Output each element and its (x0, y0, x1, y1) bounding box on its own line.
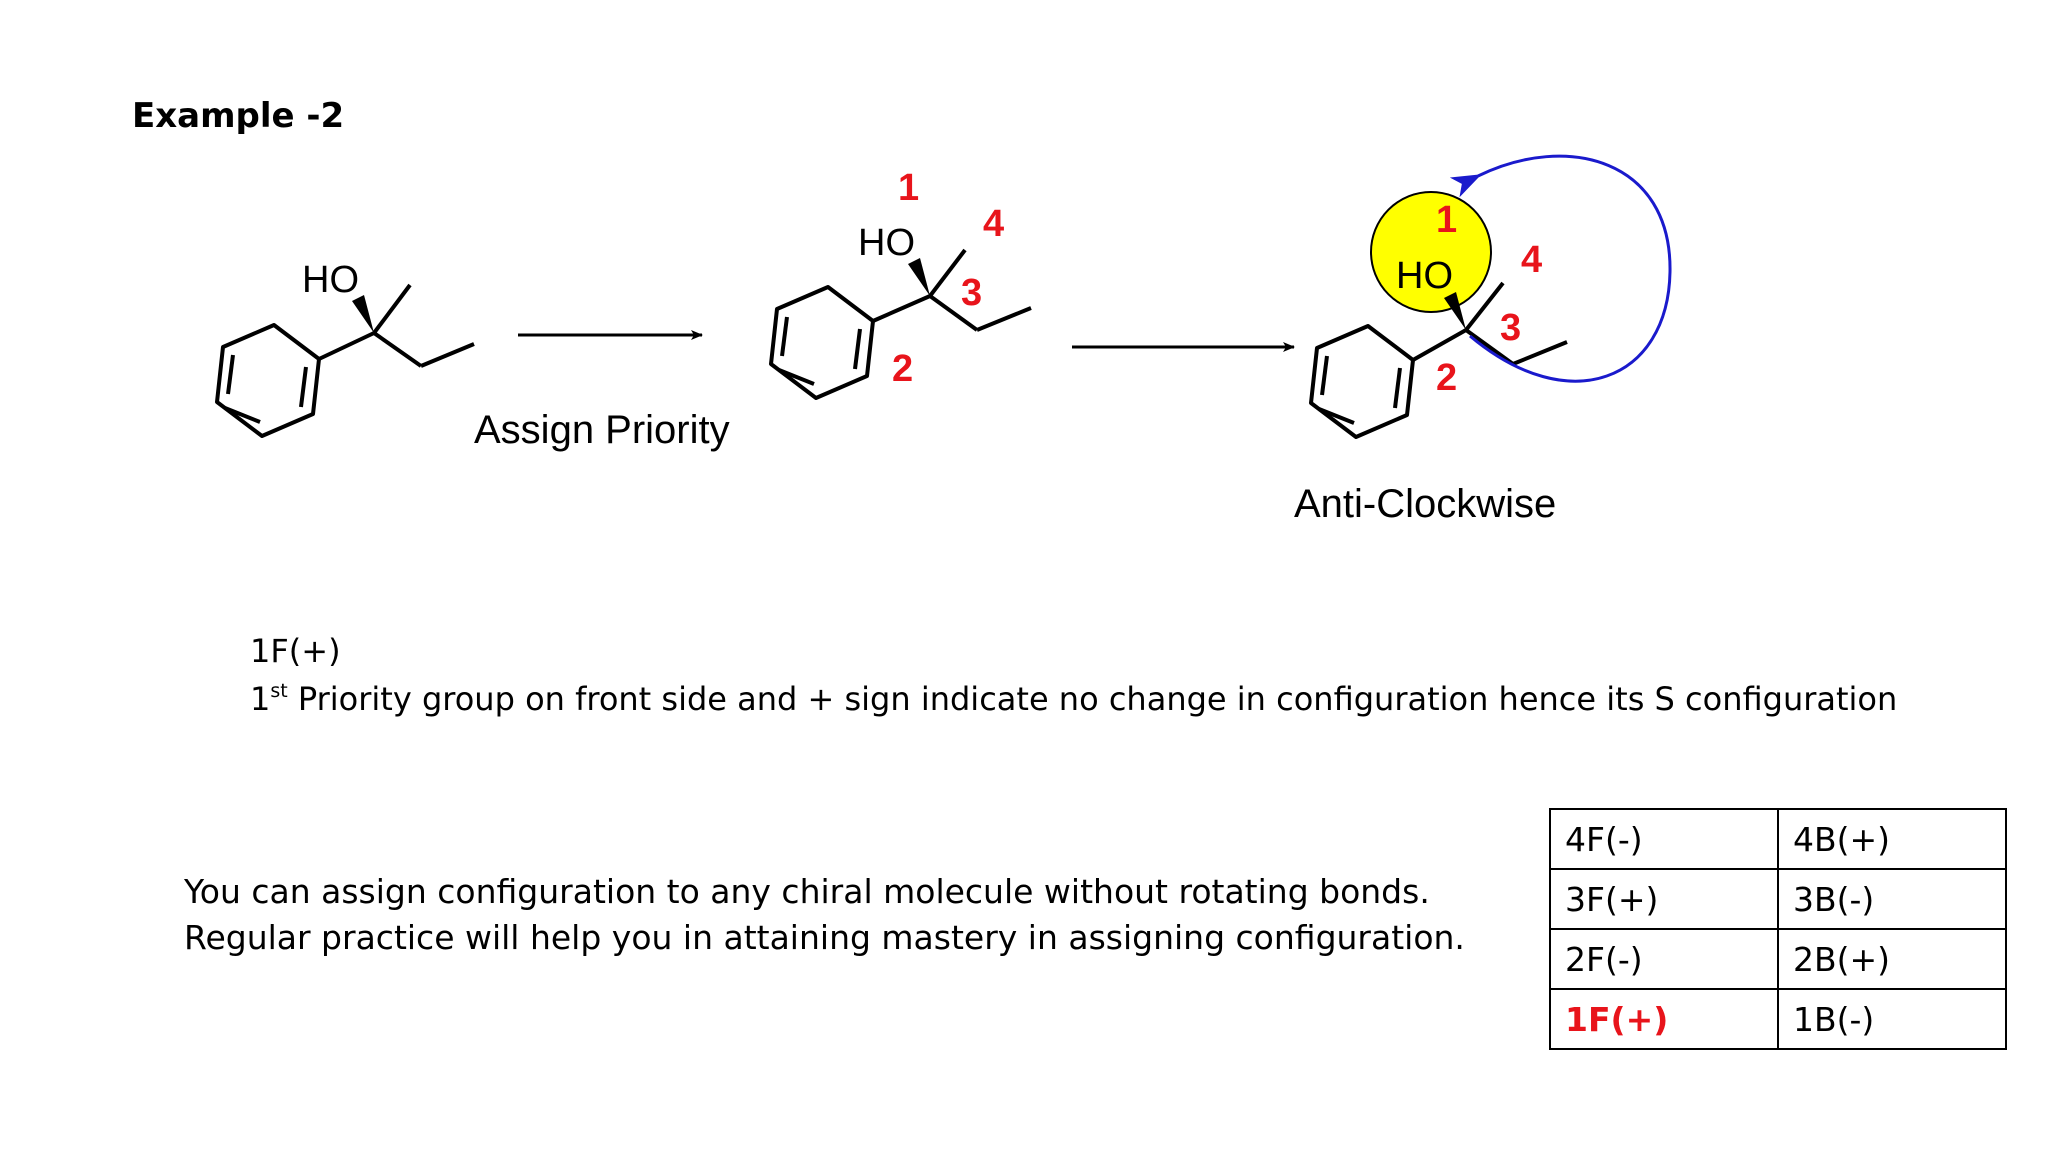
priority-4: 4 (983, 203, 1004, 245)
priority-1: 1 (898, 167, 919, 209)
table-cell: 3B(-) (1777, 868, 2007, 930)
molecule-rotation: HO (1309, 255, 1568, 439)
slide-title: Example -2 (132, 96, 345, 136)
table-cell: 2F(-) (1549, 928, 1779, 990)
rule-explanation: 1st Priority group on front side and + s… (250, 680, 1898, 718)
table-cell: 4F(-) (1549, 808, 1779, 870)
hydroxyl-label: HO (302, 259, 359, 301)
table-cell: 3F(+) (1549, 868, 1779, 930)
caption-assign-priority: Assign Priority (474, 408, 730, 452)
caption-anti-clockwise: Anti-Clockwise (1294, 482, 1557, 526)
rotation-arrow (1449, 154, 1672, 383)
priority-3: 3 (961, 272, 982, 314)
configuration-rules-table: 4F(-) 4B(+) 3F(+) 3B(-) 2F(-) 2B(+) 1F(+… (1549, 808, 2007, 1050)
table-cell-highlighted: 1F(+) (1549, 988, 1779, 1050)
priority-2: 2 (1436, 357, 1457, 399)
table-row: 3F(+) 3B(-) (1549, 868, 2007, 930)
table-cell: 1B(-) (1777, 988, 2007, 1050)
molecule-priorities: HO (769, 222, 1032, 400)
priority-1: 1 (1436, 199, 1457, 241)
priority-2: 2 (892, 348, 913, 390)
hydroxyl-label: HO (858, 222, 915, 264)
priority-3: 3 (1500, 307, 1521, 349)
table-row: 4F(-) 4B(+) (1549, 808, 2007, 870)
table-cell: 2B(+) (1777, 928, 2007, 990)
rule-code: 1F(+) (250, 632, 341, 670)
table-row: 2F(-) 2B(+) (1549, 928, 2007, 990)
table-cell: 4B(+) (1777, 808, 2007, 870)
priority-4: 4 (1521, 239, 1542, 281)
note-line-1: You can assign configuration to any chir… (184, 872, 1430, 911)
hydroxyl-label: HO (1396, 255, 1453, 297)
priority-highlight-circle (1370, 191, 1492, 313)
note-line-2: Regular practice will help you in attain… (184, 918, 1465, 957)
molecule-start: HO (215, 259, 475, 438)
table-row: 1F(+) 1B(-) (1549, 988, 2007, 1050)
